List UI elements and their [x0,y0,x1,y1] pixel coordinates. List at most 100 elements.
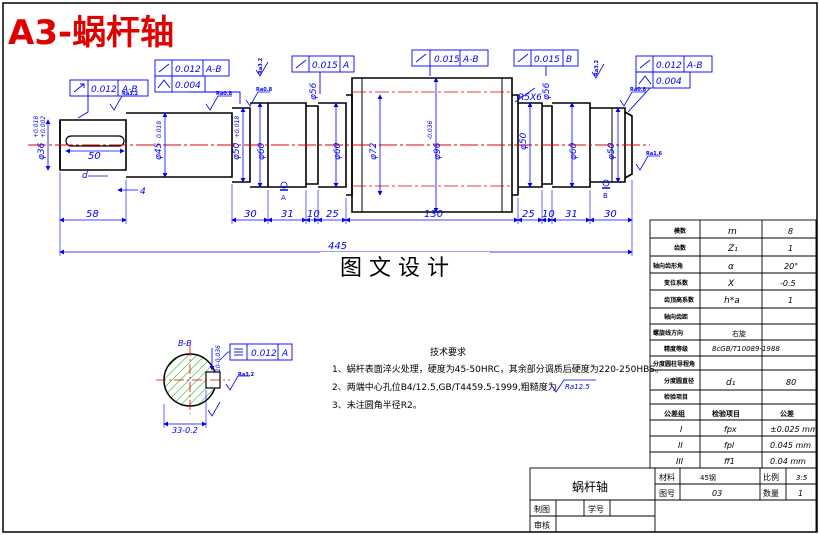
check-item-2: ff1 [724,457,735,466]
dim-d36: φ36 [37,142,47,160]
param-label-9: 检验项目 [664,393,688,401]
param-val-4: 1 [788,296,793,305]
gdt1-ref: A-B [121,85,138,95]
check-value-0: ±0.025 mm [770,425,818,434]
roughness-labels: Ra3.2 Ra0.8 Ra0.8 Ra3.2 Ra3.2 Ra0.8 Ra1.… [122,57,663,157]
rough-label-7: Ra1.6 [646,151,663,157]
notes-title: 技术要求 [430,346,466,358]
tb-material-label: 材料 [659,472,675,482]
dim-keyway-50: 50 [88,151,101,162]
gdt-labels: 0.012 A-B 0.012 A-B 0.004 0.015 A 0.015 … [91,55,703,95]
param-sym-0: m [728,227,737,237]
rough-label-2: Ra0.8 [216,91,233,97]
section-ref: A [281,349,288,359]
section-view [156,343,293,428]
dim-chamfer: R5X6 [518,93,542,103]
section-label: B-B [178,339,192,348]
dim-d60-a: φ60 [257,142,267,160]
gdt-frames [69,49,713,119]
dim-len-25a: 25 [326,209,339,220]
check-value-1: 0.045 mm [770,441,811,450]
gdt6a-tol: 0.012 [656,61,682,71]
param-label-4: 齿顶高系数 [664,296,695,304]
dim-d36-tol-lower: +0.002 [40,116,47,138]
param-sym-1: Z₁ [727,244,738,254]
notes-roughness-label: Ra12.5 [565,383,590,391]
dim-len-30a: 30 [244,209,257,220]
rough-label-3: Ra0.8 [256,87,273,93]
tb-material: 45钢 [700,473,716,482]
dim-len-10a: 10 [307,209,320,220]
param-val-6: 右旋 [732,329,746,338]
param-table [649,219,817,469]
tb-drawing-no: 03 [712,489,722,498]
section-tol: 0.012 [251,349,277,359]
param-label-7: 精度等级 [664,345,688,353]
gdt5-tol: 0.015 [534,55,560,65]
dim-d60-right: φ60 [569,142,579,160]
datum-b-label: B [603,192,608,200]
check-rows: I fpx ±0.025 mm II fpl 0.045 mm III ff1 … [676,425,818,466]
tb-scale-label: 比例 [763,472,779,482]
section-roughness: Ra3.2 [238,372,255,378]
tb-scale: 3:5 [796,474,808,482]
check-item-1: fpl [724,441,735,450]
check-item-0: fpx [724,425,737,434]
rough-label-1: Ra3.2 [122,91,139,97]
gdt3-tol: 0.015 [312,61,338,71]
dim-len-10b: 10 [542,209,555,220]
tb-qty-label: 数量 [763,488,779,498]
watermark-backdrop [320,252,490,282]
check-table-header: 公差组 检验项目 公差 [664,409,794,418]
dim-d72: φ72 [369,142,379,160]
dim-len-30b: 30 [604,209,617,220]
sheet-title: A3-蜗杆轴 [8,13,174,53]
check-value-2: 0.04 mm [770,457,806,466]
param-label-8: 分度圆直径 [664,377,694,385]
notes-line-1: 1、蜗杆表面淬火处理，硬度为45-50HRC，其余部分调质后硬度为220-250… [332,363,664,375]
param-values: 8 1 20° -0.5 1 右旋 8cGB/T10089-1988 80 [712,227,798,387]
diameter-dim-labels: φ36 +0.018 +0.002 φ45 0.018 φ50 +0.018 φ… [33,82,617,160]
rough-label-4: Ra3.2 [258,57,264,74]
check-group-2: III [676,457,684,466]
param-label-5: 轴向齿距 [664,313,688,321]
param-sym-8: d₁ [726,378,736,388]
check-group-0: I [680,425,683,434]
gdt6a-ref: A-B [686,61,703,71]
check-header-item: 检验项目 [712,409,740,418]
gdt5-ref: B [566,55,572,65]
param-label-mid: 分度圆柱导程角 [653,360,695,368]
dim-d60-b: φ60 [333,142,343,160]
gdt4-ref: A-B [462,55,479,65]
notes-line-2: 2、两端中心孔位B4/12.5,GB/T4459.5-1999,粗糙度为 [332,381,557,393]
dim-d50-right: φ50 [607,142,617,160]
title-block-labels: 材料 45钢 比例 3:5 图号 03 数量 1 制图 学号 审核 [534,472,808,530]
dim-len-31b: 31 [565,209,578,220]
dim-label-d: d [82,171,88,181]
dim-d50-left: φ50 [232,142,242,160]
dim-len-25b: 25 [522,209,535,220]
dim-d96-tol: -0.036 [427,120,434,140]
dim-d45-tol: 0.018 [156,121,163,138]
watermark: 图 文 设 计 [340,256,449,281]
param-label-2: 轴向齿形角 [653,262,683,270]
param-labels: 模数 齿数 轴向齿形角 变位系数 齿顶高系数 轴向齿距 螺旋线方向 精度等级 分… [653,227,695,401]
param-label-1: 齿数 [674,244,687,252]
tb-student-no-label: 学号 [588,504,604,514]
rough-label-5: Ra3.2 [594,59,600,76]
dim-d50-left-tol: +0.018 [234,116,241,138]
dim-len-total: 445 [328,241,347,252]
dim-d36-tol-upper: +0.018 [33,116,40,138]
section-key-depth: 10-0.036 [215,345,222,372]
gdt2a-ref: A-B [205,65,222,75]
param-label-0: 模数 [674,227,687,235]
roughness-symbols [109,61,660,171]
check-header-group: 公差组 [664,409,685,418]
dim-d45: φ45 [154,142,164,160]
dim-d56: φ56 [309,82,319,100]
dim-d50-mid: φ50 [519,132,529,150]
gdt1-tol: 0.012 [91,85,117,95]
datum-a-label: A [281,194,286,202]
dim-len-130: 130 [424,209,443,220]
notes-line-3: 3、未注圆角半径R2。 [332,399,422,411]
